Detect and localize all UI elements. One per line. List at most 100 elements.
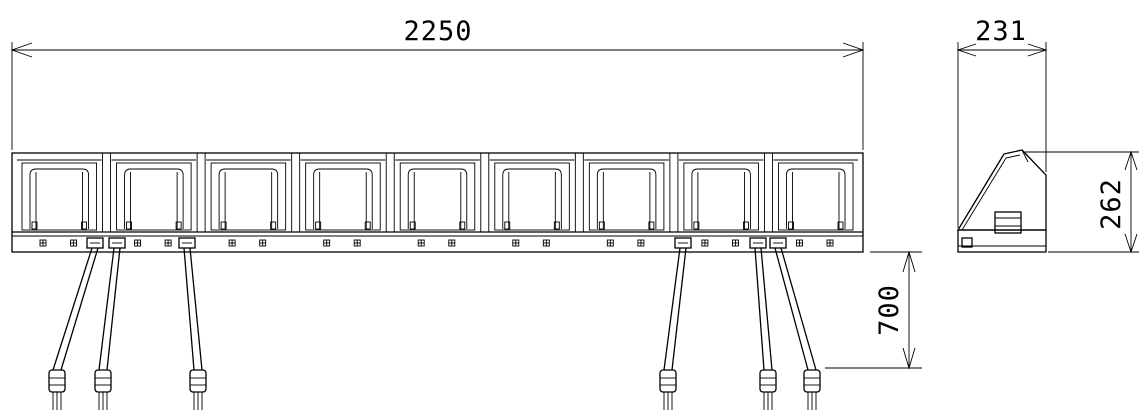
indicator-light <box>164 239 172 247</box>
bay-contact <box>364 221 371 230</box>
bay-contact <box>220 221 227 230</box>
bay-contact <box>31 221 38 230</box>
cable-cord <box>754 247 765 371</box>
cable-cord <box>663 247 681 371</box>
cable-cord <box>106 247 121 371</box>
bay-divider <box>574 152 584 233</box>
bay-inner <box>29 168 90 229</box>
indicator-light <box>134 239 142 247</box>
indicator-light <box>228 239 236 247</box>
bay-contact <box>175 221 182 230</box>
indicator-light <box>417 239 425 247</box>
cable-connector <box>674 237 692 249</box>
power-cable <box>48 237 104 410</box>
bay-contact <box>598 221 605 230</box>
bay-pocket <box>494 162 570 231</box>
cable-cord <box>60 247 99 371</box>
cable-cord <box>52 247 93 371</box>
power-cables <box>48 237 821 410</box>
bay-contact <box>409 221 416 230</box>
bay-inner <box>596 168 657 229</box>
charging-bays <box>17 152 858 233</box>
indicator-light <box>795 239 803 247</box>
dimension-cable-length: 700 <box>825 250 922 370</box>
bay-inner <box>502 168 562 229</box>
dimension-height-label: 262 <box>1096 178 1127 230</box>
charging-bay <box>102 152 197 233</box>
dimension-height: 262 <box>1024 150 1139 254</box>
bay-contact <box>787 221 794 230</box>
indicator-light <box>448 239 456 247</box>
cable-cord <box>671 247 687 371</box>
cable-plug <box>659 369 677 393</box>
bay-divider <box>763 152 773 233</box>
dimension-width: 2250 <box>10 16 865 150</box>
bay-contact <box>742 221 749 230</box>
indicator-light <box>701 239 709 247</box>
indicator-light <box>259 239 267 247</box>
bay-divider <box>669 152 679 233</box>
bay-inner <box>785 168 846 229</box>
cable-connector <box>769 237 787 249</box>
indicator-light <box>39 239 47 247</box>
bay-contact <box>648 221 655 230</box>
cable-cord <box>780 247 817 371</box>
bay-contact <box>837 221 844 230</box>
cable-plug <box>759 369 777 393</box>
power-cable <box>178 237 207 410</box>
charging-bay <box>385 152 480 233</box>
charging-bay <box>763 152 858 233</box>
charging-bay <box>669 152 764 233</box>
cable-plug <box>189 369 207 393</box>
bay-divider <box>385 152 395 233</box>
bay-pocket <box>399 162 476 231</box>
power-cable <box>659 237 692 410</box>
power-cable <box>94 237 126 410</box>
cable-cord <box>760 247 773 371</box>
cable-connector <box>108 237 126 249</box>
side-view <box>956 149 1047 253</box>
cable-plug <box>94 369 112 393</box>
indicator-lights <box>39 239 834 247</box>
bay-inner <box>691 168 751 229</box>
indicator-light <box>637 239 645 247</box>
bay-pocket <box>777 162 854 231</box>
charging-bay <box>196 152 291 233</box>
bay-pocket <box>116 162 192 231</box>
bay-pocket <box>588 162 665 231</box>
bay-inner <box>124 168 184 229</box>
bay-contact <box>126 221 133 230</box>
cable-plug <box>803 369 821 393</box>
bay-contact <box>504 221 511 230</box>
dimension-width-label: 2250 <box>403 16 472 47</box>
cable-cord <box>189 247 203 371</box>
bay-divider <box>480 152 490 233</box>
indicator-light <box>323 239 331 247</box>
indicator-light <box>353 239 361 247</box>
indicator-light <box>542 239 550 247</box>
cable-cord <box>98 247 115 371</box>
indicator-light <box>70 239 78 247</box>
bay-contact <box>270 221 277 230</box>
bay-contact <box>459 221 466 230</box>
indicator-light <box>826 239 834 247</box>
charging-bay <box>17 159 102 231</box>
cable-connector <box>749 237 767 249</box>
indicator-light <box>512 239 520 247</box>
cable-cord <box>183 247 195 371</box>
bay-pocket <box>305 162 381 231</box>
bay-contact <box>693 221 700 230</box>
charging-bay <box>291 152 386 233</box>
bay-contact <box>553 221 560 230</box>
bay-contact <box>81 221 88 230</box>
dimension-depth: 231 <box>956 16 1048 228</box>
front-view <box>11 152 864 253</box>
power-cable <box>769 237 821 410</box>
cable-plug <box>48 369 66 393</box>
bay-pocket <box>21 162 98 231</box>
bay-divider <box>102 152 112 233</box>
indicator-light <box>606 239 614 247</box>
bay-contact <box>315 221 322 230</box>
bay-inner <box>313 168 373 229</box>
